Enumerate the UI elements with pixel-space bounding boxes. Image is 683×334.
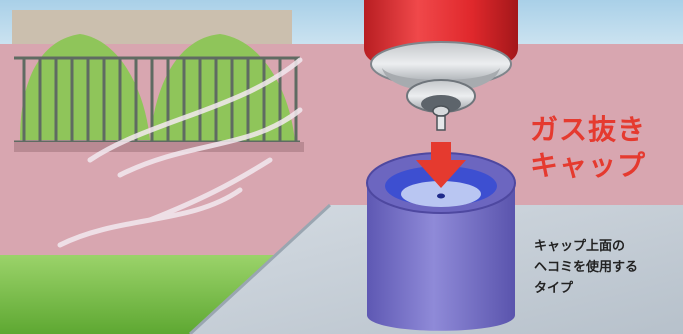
spray-can-stem [437,116,445,130]
gas-release-cap-title: ガス抜き キャップ [530,112,646,184]
fence-base [14,142,304,152]
spray-can-nozzle-icon [433,106,449,116]
title-line-1: ガス抜き [530,112,646,148]
title-line-2: キャップ [530,148,646,184]
cap-dent-hole [437,194,445,199]
description-line-1: キャップ上面の [534,236,638,257]
cap-description: キャップ上面の ヘコミを使用する タイプ [534,236,638,299]
description-line-2: ヘコミを使用する [534,257,638,278]
description-line-3: タイプ [534,278,638,299]
